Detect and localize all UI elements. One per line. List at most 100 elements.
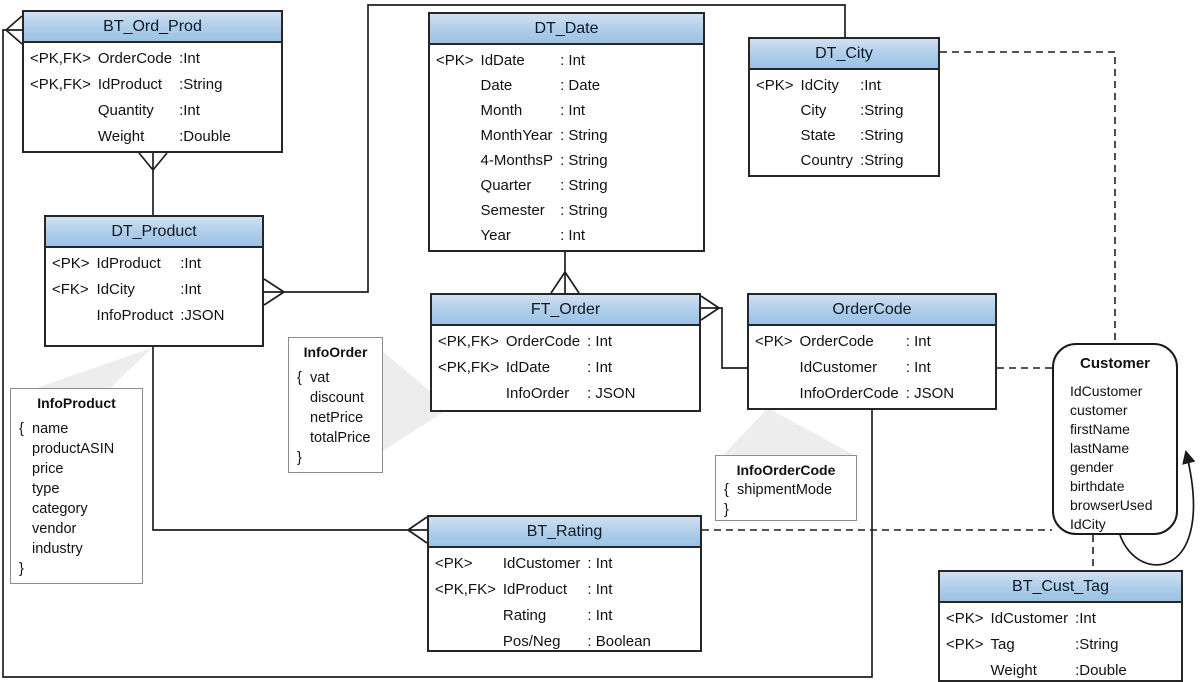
connector-dtproduct-dtcity: [263, 4, 846, 306]
field-name: Month: [480, 102, 523, 119]
list-item: industry: [32, 541, 83, 557]
table-header-ft-order[interactable]: FT_Order: [432, 295, 699, 326]
table-bt-ord-prod[interactable]: BT_Ord_Prod <PK,FK>OrderCode:Int<PK,FK>I…: [22, 10, 283, 153]
field-name: IdCustomer: [990, 610, 1069, 627]
field-key: [52, 303, 90, 329]
table-ft-order[interactable]: FT_Order <PK,FK>OrderCode: Int<PK,FK>IdD…: [430, 293, 701, 412]
field-key: [756, 98, 794, 123]
field-type: :Int: [1075, 610, 1096, 627]
table-bt-rating[interactable]: BT_Rating <PK>IdCustomer: Int<PK,FK>IdPr…: [427, 515, 702, 652]
table-dt-product[interactable]: DT_Product <PK>IdProduct:Int<FK>IdCity:I…: [44, 215, 264, 347]
field-name: IdDate: [505, 359, 551, 376]
field-type: : Int: [587, 555, 613, 572]
node-title: Customer: [1079, 355, 1150, 372]
field-key: [755, 381, 793, 407]
annotation-title: InfoProduct: [37, 395, 116, 411]
annotation-infoordercode[interactable]: InfoOrderCode { shipmentMode }: [715, 455, 857, 521]
field-name: IdCity: [800, 77, 839, 94]
callout-infoproduct-to-dtproduct: [30, 348, 152, 390]
field-key: <PK,FK>: [435, 581, 496, 598]
field-key: [30, 98, 91, 124]
table-header-dt-city[interactable]: DT_City: [750, 39, 938, 70]
table-header-bt-cust-tag[interactable]: BT_Cust_Tag: [940, 572, 1181, 603]
field-type: :String: [179, 76, 223, 93]
field-name: Tag: [990, 636, 1015, 653]
field-key: <PK>: [946, 610, 984, 627]
list-item: birthdate: [1070, 478, 1125, 494]
field-name: IdCity: [96, 281, 135, 298]
field-type: :Int: [179, 50, 200, 67]
field-type: : Int: [560, 52, 586, 69]
table-title: DT_Product: [111, 223, 197, 240]
list-item: lastName: [1070, 440, 1130, 456]
connector-ordercode-btordprod: [2, 15, 873, 678]
field-type: :String: [860, 127, 904, 144]
field-key: <PK>: [435, 555, 473, 572]
open-brace: {: [724, 482, 729, 498]
table-bt-cust-tag[interactable]: BT_Cust_Tag <PK>IdCustomer:Int<PK>Tag:St…: [938, 570, 1183, 682]
field-type: :String: [860, 152, 904, 169]
list-item: browserUsed: [1070, 497, 1153, 513]
table-rows: <PK,FK>OrderCode:Int<PK,FK>IdProduct:Str…: [24, 43, 281, 154]
field-name: OrderCode: [97, 50, 173, 67]
field-type: : Int: [587, 359, 613, 376]
field-name: Semester: [480, 202, 545, 219]
field-type: :Double: [179, 128, 231, 145]
field-key: [946, 658, 984, 682]
field-type: : String: [560, 152, 608, 169]
list-item: customer: [1070, 402, 1128, 418]
field-name: InfoProduct: [96, 307, 174, 324]
field-type: : Int: [905, 359, 931, 376]
list-item: vat: [310, 370, 330, 386]
field-type: : Int: [905, 333, 931, 350]
list-item: productASIN: [32, 441, 115, 457]
field-key: [435, 629, 496, 655]
table-header-dt-product[interactable]: DT_Product: [46, 217, 262, 248]
field-key: [436, 98, 474, 123]
field-key: [756, 148, 794, 173]
table-header-dt-date[interactable]: DT_Date: [430, 14, 703, 45]
field-type: : Int: [560, 227, 586, 244]
connector-btordprod-dtproduct: [138, 152, 168, 215]
field-name: Year: [480, 227, 511, 244]
list-item: category: [32, 501, 88, 517]
field-name: MonthYear: [480, 127, 553, 144]
field-name: Weight: [97, 128, 145, 145]
field-type: : JSON: [905, 385, 955, 402]
table-header-bt-rating[interactable]: BT_Rating: [429, 517, 700, 548]
field-key: [436, 148, 474, 173]
field-key: [436, 173, 474, 198]
list-item: IdCustomer: [1070, 383, 1143, 399]
list-item: netPrice: [310, 410, 364, 426]
field-type: :Double: [1075, 662, 1127, 679]
field-name: IdDate: [480, 52, 525, 69]
field-type: : Int: [587, 333, 613, 350]
field-key: [755, 355, 793, 381]
table-header-ordercode[interactable]: OrderCode: [749, 295, 995, 326]
field-type: :String: [860, 102, 904, 119]
field-name: City: [800, 102, 827, 119]
open-brace: {: [19, 421, 24, 437]
connector-ftorder-ordercode: [700, 295, 747, 369]
list-item: gender: [1070, 459, 1114, 475]
field-name: Pos/Neg: [502, 633, 561, 650]
close-brace: }: [297, 450, 302, 466]
list-item: totalPrice: [310, 430, 371, 446]
table-header-bt-ord-prod[interactable]: BT_Ord_Prod: [24, 12, 281, 43]
table-title: BT_Rating: [526, 523, 603, 540]
field-type: : Date: [560, 77, 601, 94]
